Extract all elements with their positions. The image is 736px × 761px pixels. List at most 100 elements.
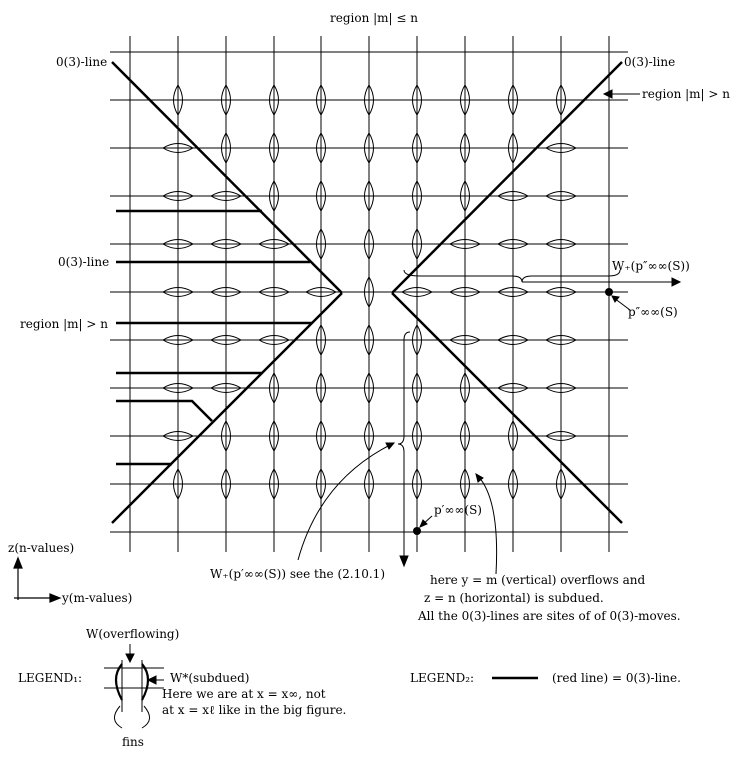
- label-w-plus-p-see: W₊(p′∞∞(S)) see the (2.10.1): [210, 567, 385, 581]
- zero3-lines: [111, 61, 623, 524]
- lens-horizontal: [162, 143, 194, 153]
- note-line-3: All the 0(3)-lines are sites of of 0(3)-…: [417, 609, 681, 623]
- lens-vertical: [508, 468, 518, 500]
- label-top-region: region |m| ≤ n: [330, 11, 418, 25]
- lens-vertical: [269, 84, 279, 116]
- lens-vertical: [412, 228, 422, 260]
- label-pp-point: p″∞∞(S): [628, 305, 678, 319]
- annotation-arrows: [297, 89, 640, 575]
- zero3-diagonal-lower-left: [111, 292, 343, 524]
- lens-vertical: [364, 84, 374, 116]
- lens-vertical: [364, 276, 374, 308]
- lens-horizontal: [545, 335, 577, 345]
- lens-horizontal: [162, 431, 194, 441]
- lens-vertical: [556, 468, 566, 500]
- lens-horizontal: [497, 383, 529, 393]
- lens-vertical: [412, 324, 422, 356]
- lens-vertical: [364, 372, 374, 404]
- legend-1: LEGEND₁: W(overflowing) W*(subdued) Here…: [18, 627, 346, 749]
- lens-vertical: [221, 468, 231, 500]
- lens-vertical: [508, 420, 518, 452]
- legend2-title: LEGEND₂:: [410, 671, 474, 685]
- lens-vertical: [556, 84, 566, 116]
- point-p-prime: [413, 527, 421, 535]
- legend1-glyph: [104, 644, 164, 729]
- lens-horizontal: [449, 287, 481, 297]
- lens-vertical: [412, 372, 422, 404]
- lens-horizontal: [258, 287, 290, 297]
- zero3-diagonal-upper-left: [111, 61, 343, 294]
- lens-vertical: [221, 132, 231, 164]
- lens-vertical: [269, 468, 279, 500]
- lens-vertical: [221, 84, 231, 116]
- label-zero3-top-right: 0(3)-line: [624, 55, 675, 69]
- lens-vertical: [364, 420, 374, 452]
- lens-vertical: [364, 468, 374, 500]
- lens-vertical: [412, 132, 422, 164]
- lens-vertical: [364, 324, 374, 356]
- lens-horizontal: [545, 143, 577, 153]
- lens-horizontal: [258, 335, 290, 345]
- lens-vertical: [364, 180, 374, 212]
- lens-vertical: [269, 420, 279, 452]
- label-zero3-mid-left: 0(3)-line: [58, 255, 109, 269]
- lens-horizontal: [305, 287, 337, 297]
- lens-horizontal: [401, 287, 433, 297]
- legend1-w-subdued: W*(subdued): [170, 671, 249, 685]
- axes: [13, 556, 62, 603]
- lens-vertical: [508, 132, 518, 164]
- lens-horizontal: [210, 287, 242, 297]
- lens-vertical: [460, 372, 470, 404]
- lens-horizontal: [545, 287, 577, 297]
- lens-vertical: [460, 420, 470, 452]
- lens-vertical: [412, 84, 422, 116]
- lens-vertical: [316, 84, 326, 116]
- lens-vertical: [316, 228, 326, 260]
- lens-vertical: [269, 180, 279, 212]
- lens-horizontal: [545, 239, 577, 249]
- lens-vertical: [269, 132, 279, 164]
- note-line-1: here y = m (vertical) overflows and: [430, 573, 646, 587]
- point-pp: [605, 288, 613, 296]
- lens-horizontal: [162, 287, 194, 297]
- lens-horizontal: [258, 239, 290, 249]
- lens-vertical: [364, 132, 374, 164]
- lens-horizontal: [210, 239, 242, 249]
- lens-crossings: [162, 84, 577, 500]
- zero3-diagonal-lower-right: [391, 292, 623, 524]
- lens-horizontal: [210, 383, 242, 393]
- lens-vertical: [460, 132, 470, 164]
- label-p-prime-point: p′∞∞(S): [434, 503, 482, 517]
- grid: [110, 36, 628, 552]
- zero3-stub-5: [116, 399, 213, 422]
- lens-horizontal: [162, 239, 194, 249]
- lens-vertical: [460, 180, 470, 212]
- lens-vertical: [460, 468, 470, 500]
- legend1-text-1: Here we are at x = x∞, not: [162, 687, 326, 701]
- lens-vertical: [316, 324, 326, 356]
- brace-w-plus-p-prime: [397, 331, 411, 568]
- label-w-plus-pp: W₊(p″∞∞(S)): [612, 259, 690, 273]
- lens-vertical: [412, 180, 422, 212]
- lens-vertical: [508, 84, 518, 116]
- lens-vertical: [316, 468, 326, 500]
- lens-vertical: [316, 420, 326, 452]
- lens-horizontal: [162, 383, 194, 393]
- zero3-diagonal-upper-right: [391, 61, 623, 294]
- note-line-2: z = n (horizontal) is subdued.: [424, 591, 604, 605]
- label-zero3-top-left: 0(3)-line: [56, 55, 107, 69]
- label-region-right: region |m| > n: [642, 87, 730, 101]
- legend2-text: (red line) = 0(3)-line.: [552, 671, 681, 685]
- lens-horizontal: [497, 191, 529, 201]
- lens-vertical: [269, 372, 279, 404]
- lens-horizontal: [545, 383, 577, 393]
- lens-vertical: [412, 420, 422, 452]
- legend1-fins: fins: [122, 735, 144, 749]
- lens-vertical: [316, 180, 326, 212]
- lens-horizontal: [497, 287, 529, 297]
- lens-vertical: [460, 84, 470, 116]
- lens-vertical: [364, 228, 374, 260]
- lens-vertical: [316, 372, 326, 404]
